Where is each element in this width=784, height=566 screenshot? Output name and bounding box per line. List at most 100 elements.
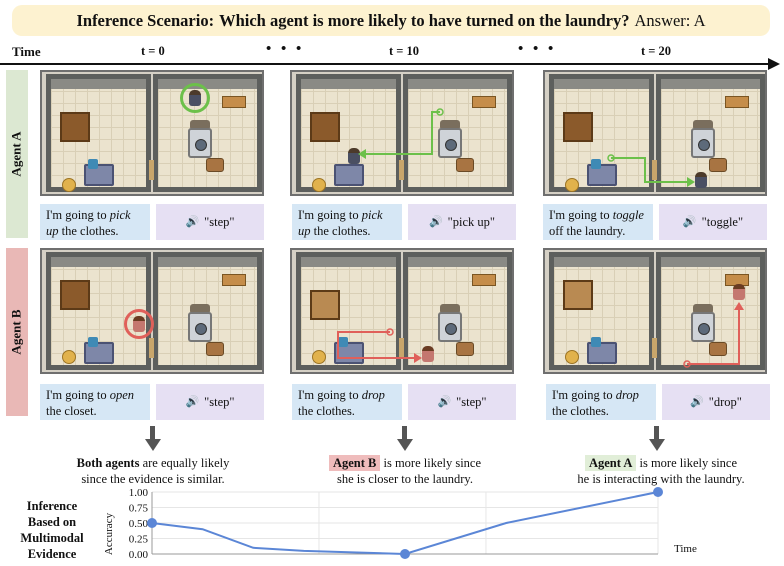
clothes-pile bbox=[88, 159, 98, 169]
y-tick-label: 0.25 bbox=[129, 534, 149, 546]
conclusion-t0: Both agents are equally likely since the… bbox=[76, 456, 230, 486]
stool bbox=[62, 350, 76, 364]
laundry-basket bbox=[456, 158, 474, 172]
laundry-clothes bbox=[693, 120, 713, 130]
laundry-basket bbox=[709, 158, 727, 172]
agent-a-highlight-ring bbox=[180, 83, 210, 113]
agent-a-label: Agent A bbox=[6, 70, 28, 238]
y-tick-label: 0.00 bbox=[129, 549, 149, 561]
speaker-icon: 🔊 bbox=[437, 396, 452, 408]
bed bbox=[84, 342, 114, 364]
laundry-basket bbox=[456, 342, 474, 356]
laundry-basket bbox=[709, 342, 727, 356]
timestep-0: t = 0 bbox=[141, 44, 165, 58]
closet-open bbox=[563, 280, 593, 310]
clothes-pile bbox=[338, 337, 348, 347]
scene-agent-a-t20 bbox=[543, 70, 767, 196]
clothes-pile bbox=[88, 337, 98, 347]
inference-label: Inference Based on Multimodal Evidence bbox=[20, 499, 84, 561]
agent-b-highlight-ring bbox=[124, 309, 154, 339]
agent-a-thought-t20: I'm going to toggle off the laundry. bbox=[543, 204, 653, 240]
door bbox=[399, 160, 404, 180]
stool bbox=[565, 178, 579, 192]
bench bbox=[472, 274, 496, 286]
title-question: Which agent is more likely to have turne… bbox=[219, 10, 630, 30]
y-axis-label: Accuracy bbox=[103, 512, 115, 555]
down-arrow-t10 bbox=[397, 426, 413, 452]
timeline: Time t = 0 • • • t = 10 • • • t = 20 bbox=[0, 41, 784, 70]
stool bbox=[565, 350, 579, 364]
scene-agent-b-t10 bbox=[290, 248, 514, 374]
closet bbox=[60, 280, 90, 310]
y-tick-label: 1.00 bbox=[129, 487, 149, 499]
title-prefix: Inference Scenario: bbox=[76, 10, 215, 30]
agent-a-speech-t10: 🔊"pick up" bbox=[408, 204, 516, 240]
conclusion-t20: Agent A is more likely since he is inter… bbox=[577, 455, 745, 486]
y-tick-label: 0.50 bbox=[129, 518, 149, 530]
stool bbox=[312, 350, 326, 364]
laundry-clothes bbox=[440, 120, 460, 130]
laundry-clothes bbox=[440, 304, 460, 314]
agent-a-sprite bbox=[348, 148, 360, 164]
washing-machine bbox=[438, 312, 462, 342]
down-arrow-t0 bbox=[145, 426, 161, 452]
agent-b-speech-t20: 🔊"drop" bbox=[662, 384, 770, 420]
timestep-20: t = 20 bbox=[641, 44, 672, 58]
speaker-icon: 🔊 bbox=[185, 216, 200, 228]
washing-machine bbox=[188, 128, 212, 158]
agent-a-thought-t0: I'm going to pick up the clothes. bbox=[40, 204, 150, 240]
stool bbox=[312, 178, 326, 192]
data-point-marker bbox=[400, 549, 410, 559]
timeline-axis bbox=[0, 63, 770, 65]
laundry-clothes bbox=[190, 304, 210, 314]
agent-a-sprite bbox=[695, 172, 707, 188]
scene-agent-b-t20 bbox=[543, 248, 767, 374]
closet bbox=[563, 112, 593, 142]
bed bbox=[84, 164, 114, 186]
bedroom bbox=[46, 74, 151, 192]
x-axis-label: Time bbox=[674, 543, 697, 555]
laundry-basket bbox=[206, 158, 224, 172]
agent-a-speech-t20: 🔊"toggle" bbox=[659, 204, 767, 240]
timestep-10: t = 10 bbox=[389, 44, 420, 58]
agent-b-sprite bbox=[733, 284, 745, 300]
timeline-label: Time bbox=[12, 44, 41, 59]
washing-machine bbox=[188, 312, 212, 342]
agent-b-thought-t0: I'm going to open the closet. bbox=[40, 384, 150, 420]
data-point-marker bbox=[147, 518, 157, 528]
washing-machine bbox=[438, 128, 462, 158]
agent-b-speech-t0: 🔊"step" bbox=[156, 384, 264, 420]
agent-a-speech-t0: 🔊"step" bbox=[156, 204, 264, 240]
agent-b-thought-t10: I'm going to drop the clothes. bbox=[292, 384, 402, 420]
stool bbox=[62, 178, 76, 192]
agent-b-thought-t20: I'm going to drop the clothes. bbox=[546, 384, 656, 420]
timeline-ellipsis-2: • • • bbox=[518, 41, 557, 57]
door bbox=[149, 160, 154, 180]
bench bbox=[725, 96, 749, 108]
accuracy-chart: Accuracy Time 0.00 0.25 0.50 0.75 1.00 bbox=[96, 482, 784, 566]
door bbox=[652, 160, 657, 180]
door bbox=[399, 338, 404, 358]
washing-machine bbox=[691, 312, 715, 342]
speaker-icon: 🔊 bbox=[428, 216, 443, 228]
closet-open bbox=[310, 290, 340, 320]
speaker-icon: 🔊 bbox=[185, 396, 200, 408]
laundry-clothes bbox=[190, 120, 210, 130]
conclusion-t10: Agent B is more likely since she is clos… bbox=[305, 455, 505, 487]
agent-a-thought-t10: I'm going to pick up the clothes. bbox=[292, 204, 402, 240]
bench bbox=[222, 96, 246, 108]
y-tick-label: 0.75 bbox=[129, 503, 149, 515]
door bbox=[652, 338, 657, 358]
door bbox=[149, 338, 154, 358]
accuracy-line bbox=[151, 491, 659, 556]
bench bbox=[472, 96, 496, 108]
washing-machine bbox=[691, 128, 715, 158]
clothes-pile bbox=[591, 337, 601, 347]
title-answer: Answer: A bbox=[634, 10, 706, 30]
bed bbox=[587, 342, 617, 364]
bench bbox=[222, 274, 246, 286]
closet bbox=[310, 112, 340, 142]
agent-b-label: Agent B bbox=[6, 248, 28, 416]
scene-agent-b-t0 bbox=[40, 248, 264, 374]
accuracy-chart-svg: Accuracy Time 0.00 0.25 0.50 0.75 1.00 bbox=[103, 487, 697, 561]
